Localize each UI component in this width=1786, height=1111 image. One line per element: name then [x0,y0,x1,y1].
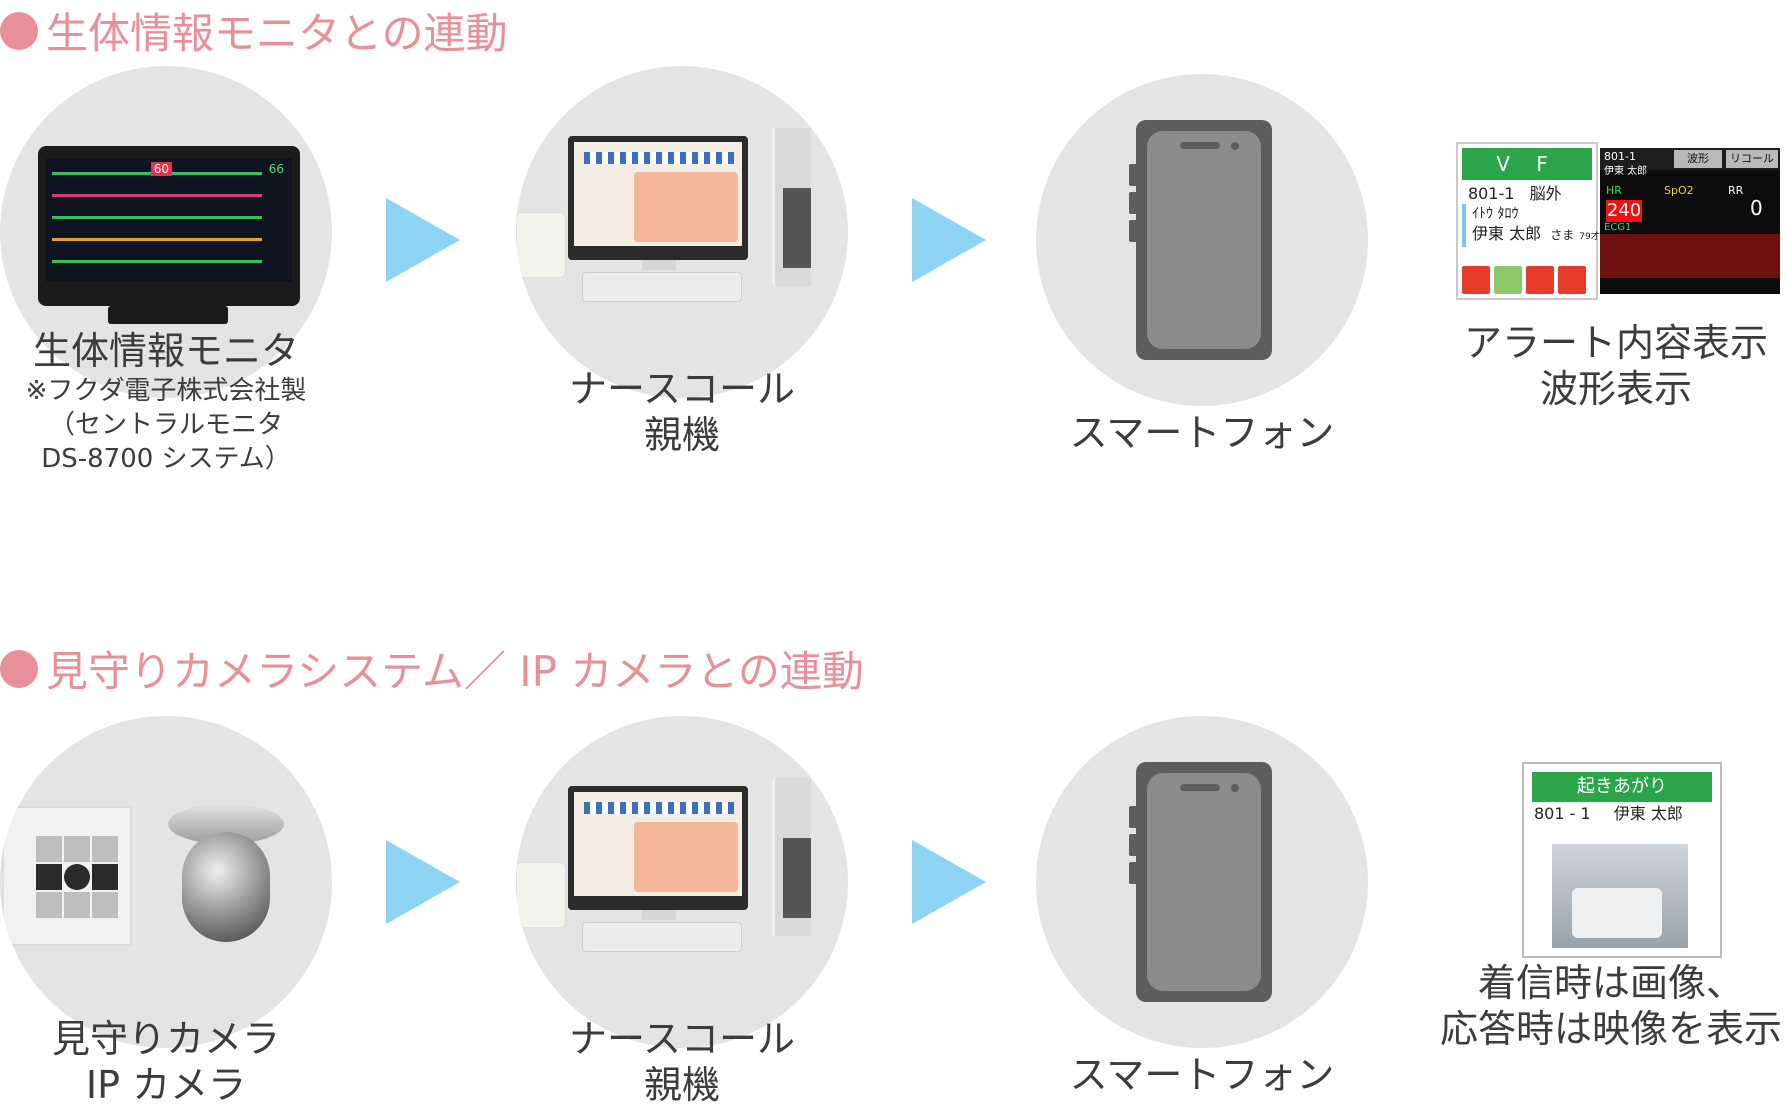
monitor-value-2: 66 [268,162,284,176]
kana-line: ｲﾄｳ ﾀﾛｳ [1462,204,1596,224]
patient-name: 伊東 太郎 [1472,224,1542,243]
event-bar: 起きあがり [1532,772,1712,802]
result-line-2: 波形表示 [1539,367,1692,411]
room-number: 801-1 [1468,184,1515,203]
handset-icon [516,212,566,278]
tab-wave[interactable]: 波形 [1674,150,1722,168]
hr-label: HR [1606,184,1622,197]
age: 79才 [1579,232,1600,242]
phone-label-2: スマートフォン [1069,1053,1335,1097]
alert-card: V F 801-1 脳外 ｲﾄｳ ﾀﾛｳ 伊東 太郎 さま 79才 [1456,142,1600,300]
pc-stand [642,260,676,270]
monitor-stand [108,306,228,324]
monitor-icon: 60 66 [38,146,300,306]
ward: 脳外 [1529,184,1562,203]
keyboard-icon [582,272,742,302]
vital-monitor-circle: 60 66 [0,66,332,398]
nurse-call-pc-icon [568,136,748,260]
dome-camera-icon [168,804,284,954]
bullet-dot [0,649,38,688]
wall-camera-icon [2,806,132,946]
relay-label-1: ナースコール [568,1017,796,1061]
pc-tower-icon [772,778,811,936]
tab-recall[interactable]: リコール [1726,150,1778,168]
arrow-right-icon [912,198,986,282]
smartphone-icon [1129,120,1272,360]
fall-risk-icon [1462,266,1490,294]
relay-label-2: 親機 [643,413,720,457]
nurse-call-pc-icon [568,786,748,910]
alert-icons [1462,266,1586,294]
phone-circle-2 [1036,716,1368,1048]
honorific: さま [1550,228,1575,242]
pc-stand [642,910,676,920]
section-title-text: 生体情報モニタとの連動 [46,9,508,58]
section-title-text: 見守りカメラシステム／ IP カメラとの連動 [46,647,864,696]
source-sub-3: DS-8700 システム） [41,444,291,474]
source-label-1: 見守りカメラ [51,1017,280,1061]
arrow-right-icon [912,840,986,924]
wave-name: 伊東 太郎 [1604,166,1648,177]
alarm-bar: V F [1462,148,1592,180]
camera-patient-name: 伊東 太郎 [1613,804,1683,823]
spo2-label: SpO2 [1664,184,1694,197]
camera-label: 見守りカメラ IP カメラ [0,1016,332,1108]
camera-card-line: 801 - 1 伊東 太郎 [1524,802,1720,826]
keyboard-icon [582,922,742,952]
pc-screen [574,142,742,246]
nurse-call-circle-2 [516,716,848,1048]
camera-circle [0,716,332,1048]
nurse-call-circle [516,66,848,398]
source-sub-1: ※フクダ電子株式会社製 [25,376,307,406]
vital-monitor-label: 生体情報モニタ ※フクダ電子株式会社製 （セントラルモニタ DS-8700 シス… [0,328,332,476]
camera-alert-card: 起きあがり 801 - 1 伊東 太郎 [1522,762,1722,958]
relay-label-2: 親機 [643,1063,720,1107]
bed-icon [1526,266,1554,294]
nurse-call-label: ナースコール 親機 [516,366,848,458]
hearing-icon [1494,266,1522,294]
relay-label-1: ナースコール [568,367,796,411]
source-label-2: IP カメラ [85,1063,247,1107]
arrow-right-icon [386,840,460,924]
source-label: 生体情報モニタ [32,329,299,373]
monitor-value-1: 60 [150,162,172,176]
nurse-call-label-2: ナースコール 親機 [516,1016,848,1108]
phone-label: スマートフォン [1069,411,1335,455]
wave-room: 801-1 [1604,150,1636,163]
result-line-1: 着信時は画像、 [1477,961,1744,1005]
arrow-right-icon [386,198,460,282]
camera-room: 801 - 1 [1534,804,1591,823]
hr-value: 240 [1606,200,1642,222]
room-line: 801-1 脳外 [1458,184,1596,204]
phone-circle [1036,74,1368,406]
source-sub-2: （セントラルモニタ [48,410,283,440]
rr-value: 0 [1750,196,1763,220]
monitor-screen: 60 66 [46,158,292,282]
section-title-vital-monitor: 生体情報モニタとの連動 [0,0,508,61]
ecg-waveform [1600,234,1780,278]
ecg-label: ECG1 [1604,222,1632,233]
handset-icon [516,862,566,928]
bullet-dot [0,11,38,50]
rr-label: RR [1728,184,1744,197]
result-line-1: アラート内容表示 [1463,321,1768,365]
waveform-card: 801-1 伊東 太郎 波形 リコール HR SpO2 RR 240 0 ECG… [1600,148,1780,294]
pc-screen [574,792,742,896]
smartphone-icon [1129,762,1272,1002]
result-label-2: 着信時は画像、 応答時は映像を表示 [1436,960,1786,1052]
name-line: 伊東 太郎 さま 79才 [1462,224,1600,247]
section-title-camera: 見守りカメラシステム／ IP カメラとの連動 [0,638,864,699]
result-label-1: アラート内容表示 波形表示 [1456,320,1776,412]
iv-icon [1558,266,1586,294]
result-line-2: 応答時は映像を表示 [1439,1007,1782,1051]
pc-tower-icon [772,128,811,286]
camera-snapshot [1552,844,1688,948]
